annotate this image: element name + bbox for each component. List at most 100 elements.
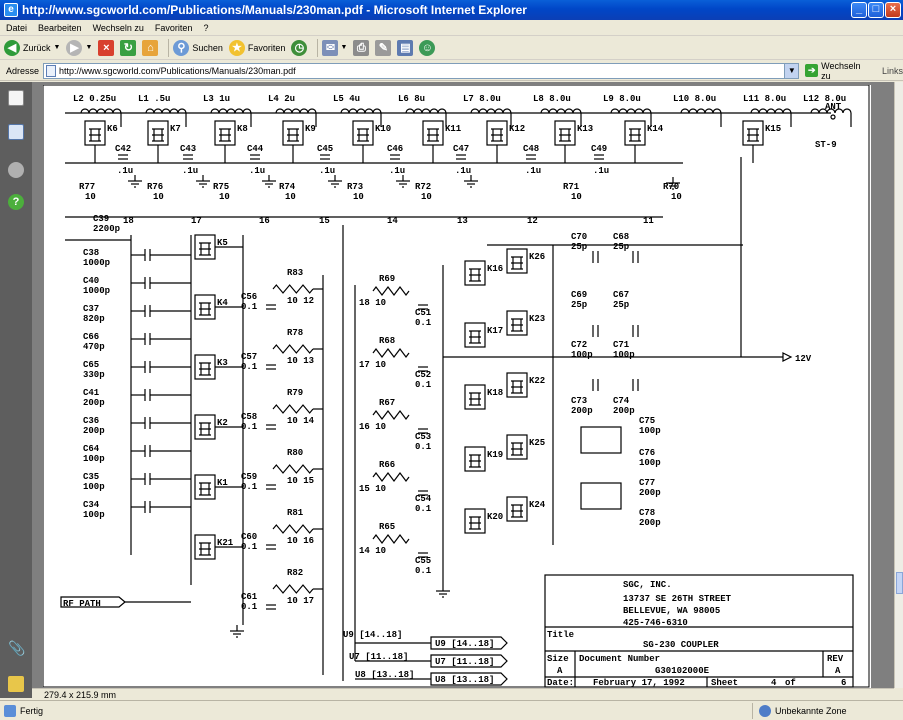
address-bar: Adresse http://www.sgcworld.com/Publicat…: [0, 61, 903, 81]
inductor-8: [610, 108, 652, 114]
cap-label-c57: C57: [241, 352, 257, 362]
bus-tag: [430, 654, 508, 668]
relay-k4-label: K4: [217, 298, 228, 308]
cap-label-c51: C51: [415, 308, 432, 318]
maximize-button[interactable]: □: [868, 2, 884, 18]
page-border: [42, 84, 870, 688]
minimize-button[interactable]: _: [851, 2, 867, 18]
relay-k1-label: K1: [217, 478, 228, 488]
toolbar-separator: [168, 38, 170, 57]
relay-k22-label: K22: [529, 376, 545, 386]
res-node-label: 14 10: [359, 546, 386, 556]
rev-label: REV: [827, 654, 844, 664]
arrow-12v: [782, 352, 793, 362]
res-node-label: 10 16: [287, 536, 314, 546]
mail-icon: ✉: [322, 39, 339, 56]
res-r66: [372, 472, 410, 482]
drawing-title: SG-230 COUPLER: [643, 640, 719, 650]
attachment-icon[interactable]: 📎: [8, 640, 26, 656]
size-label: Size: [547, 654, 569, 664]
refresh-button[interactable]: ↻: [120, 38, 137, 58]
node-number: 16: [259, 216, 270, 226]
inductor-label-2: L3 1u: [203, 94, 230, 104]
vertical-scrollbar[interactable]: [894, 82, 903, 688]
address-dropdown-button[interactable]: ▼: [784, 63, 799, 78]
mail-button[interactable]: ✉▼: [322, 38, 347, 58]
ant-label: ANT: [825, 102, 842, 112]
menu-datei[interactable]: Datei: [6, 22, 28, 33]
edit-button[interactable]: ✎: [375, 38, 392, 58]
book-icon: ▤: [397, 39, 414, 56]
cap-label-c38: C38: [83, 248, 99, 258]
search-button[interactable]: ⚲Suchen: [173, 38, 223, 58]
res-label-r83: R83: [287, 268, 303, 278]
relay-k5-label: K5: [217, 238, 228, 248]
cap-label-c47: C47: [453, 144, 469, 154]
print-button[interactable]: ⎙: [353, 38, 370, 58]
cap-value: 100p: [639, 426, 661, 436]
document-number-label: Document Number: [579, 654, 660, 664]
cap-value: .1u: [455, 166, 471, 176]
edit-icon: ✎: [375, 39, 392, 56]
back-button[interactable]: ◀Zurück▼: [4, 38, 60, 58]
menu-help[interactable]: ?: [203, 22, 209, 33]
node-number: 13: [457, 216, 468, 226]
cap-label-c78: C78: [639, 508, 655, 518]
comments-icon[interactable]: [8, 676, 24, 692]
size-value: A: [557, 666, 563, 676]
messenger-button[interactable]: ☺: [419, 38, 436, 58]
menu-favoriten[interactable]: Favoriten: [154, 22, 193, 33]
menu-wechseln-zu[interactable]: Wechseln zu: [92, 22, 144, 33]
cap-label-c40: C40: [83, 276, 99, 286]
cap-label-c53: C53: [415, 432, 431, 442]
binoculars-icon[interactable]: [8, 162, 24, 178]
res-node-label: 10 15: [287, 476, 314, 486]
node-number: 12: [527, 216, 538, 226]
inductor-label-6: L7 8.0u: [463, 94, 501, 104]
res-r80: [272, 464, 314, 474]
cap-label-c35: C35: [83, 472, 99, 482]
history-button[interactable]: ◷: [291, 38, 308, 58]
forward-button[interactable]: ▶▼: [66, 38, 92, 58]
close-button[interactable]: ×: [885, 2, 901, 18]
res-value: 10: [285, 192, 296, 202]
links-label[interactable]: Links: [881, 65, 903, 76]
toolbar: ◀Zurück▼ ▶▼ × ↻ ⌂ ⚲Suchen ★Favoriten ◷ ✉…: [0, 36, 903, 60]
inductor-label-4: L5 4u: [333, 94, 360, 104]
cap-value: 100p: [613, 350, 635, 360]
home-button[interactable]: ⌂: [142, 38, 159, 58]
bookmarks-icon[interactable]: [8, 124, 24, 140]
help-icon[interactable]: ?: [8, 194, 24, 210]
favorites-button[interactable]: ★Favoriten: [228, 38, 285, 58]
scrollbar-thumb[interactable]: [896, 572, 903, 594]
cap-value: 0.1: [415, 318, 432, 328]
res-label-r77: R77: [79, 182, 95, 192]
address-input[interactable]: http://www.sgcworld.com/Publications/Man…: [43, 62, 800, 79]
cap-value: 25p: [571, 300, 587, 310]
relay-k18: [464, 384, 486, 410]
pages-icon[interactable]: [8, 90, 24, 106]
cap-label-c74: C74: [613, 396, 630, 406]
res-r82: [272, 584, 314, 594]
relay-k9-coil: [287, 128, 299, 142]
res-label-r70: R70: [663, 182, 679, 192]
relay-k18-coil: [469, 392, 481, 406]
sheet-of-label: of: [785, 678, 796, 688]
cap-value: 0.1: [241, 542, 258, 552]
cap-value: 100p: [83, 454, 105, 464]
relay-k8-coil: [219, 128, 231, 142]
relay-k17: [464, 322, 486, 348]
inductor-label-11: L12 8.0u: [803, 94, 846, 104]
inductor-7: [540, 108, 582, 114]
res-value: 10: [421, 192, 432, 202]
cap-label-c73: C73: [571, 396, 587, 406]
go-button[interactable]: ➔Wechseln zu: [805, 61, 872, 81]
bus-tag-label: U7 [11..18]: [435, 657, 494, 667]
research-button[interactable]: ▤: [397, 38, 414, 58]
stop-button[interactable]: ×: [98, 38, 115, 58]
relay-k22-coil: [511, 380, 523, 394]
menu-bearbeiten[interactable]: Bearbeiten: [38, 22, 82, 33]
cap-value: 200p: [83, 398, 105, 408]
cap-label-c45: C45: [317, 144, 333, 154]
inductor-2: [210, 108, 252, 114]
